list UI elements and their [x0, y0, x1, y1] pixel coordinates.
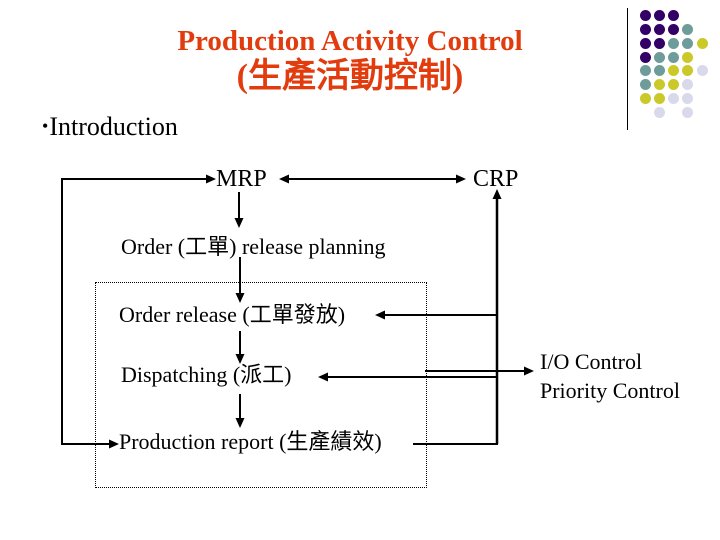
decor-dot: [668, 9, 679, 21]
dots-decoration: [0, 0, 720, 140]
decor-dot: [682, 51, 693, 63]
decor-dot: [639, 23, 651, 35]
decor-dot: [654, 78, 665, 90]
node-mrp: MRP: [216, 166, 267, 192]
title-block: Production Activity Control (生產活動控制): [0, 24, 700, 96]
decor-dot: [654, 23, 665, 35]
arrowhead-mrp-to-planning: [234, 218, 244, 228]
decor-dot: [654, 37, 665, 49]
arrowhead-toward-mrp: [279, 174, 289, 184]
node-order-release-planning: Order (工單) release planning: [121, 234, 386, 259]
decor-dot: [682, 106, 693, 118]
decor-dot: [682, 37, 693, 49]
decor-dot: [654, 9, 665, 21]
decor-dot: [639, 9, 651, 21]
decor-dot: [696, 37, 708, 49]
decor-dot: [668, 23, 679, 35]
node-dispatching: Dispatching (派工): [121, 362, 292, 387]
decor-dot: [682, 65, 693, 76]
node-production-report: Production report (生產績效): [119, 429, 382, 454]
decor-dot: [639, 37, 651, 49]
io-control-label: I/O Control: [540, 349, 643, 374]
decor-dot: [668, 92, 679, 104]
decor-dot: [639, 92, 651, 104]
decor-dot: [639, 65, 651, 76]
decor-dot: [668, 51, 679, 63]
decor-dot: [668, 65, 679, 76]
decor-dot: [682, 23, 693, 35]
bullet-item-introduction: •Introduction: [42, 111, 178, 142]
decor-dot: [654, 106, 665, 118]
bullet-item-label: Introduction: [49, 112, 178, 141]
decor-dot: [654, 51, 665, 63]
decor-dot: [668, 78, 679, 90]
decor-dot: [654, 92, 665, 104]
decor-dot: [696, 65, 708, 76]
node-io-priority-control: I/O Control Priority Control: [540, 347, 680, 405]
arrowhead-into-mrp: [206, 174, 216, 184]
decor-dot: [682, 78, 693, 90]
page-subtitle: (生產活動控制): [236, 58, 464, 95]
decoration-vertical-line: [627, 8, 628, 130]
node-order-release: Order release (工單發放): [119, 302, 346, 327]
decor-dot: [668, 37, 679, 49]
priority-control-label: Priority Control: [540, 378, 680, 403]
decor-dot: [639, 78, 651, 90]
arrowhead-into-io-control: [524, 366, 534, 376]
page-title: Production Activity Control: [177, 25, 523, 57]
decor-dot: [654, 65, 665, 76]
node-crp: CRP: [473, 166, 519, 192]
bullet-icon: •: [42, 116, 49, 136]
decor-dot: [682, 92, 693, 104]
arrowhead-toward-crp: [456, 174, 466, 184]
decor-dot: [639, 51, 651, 63]
